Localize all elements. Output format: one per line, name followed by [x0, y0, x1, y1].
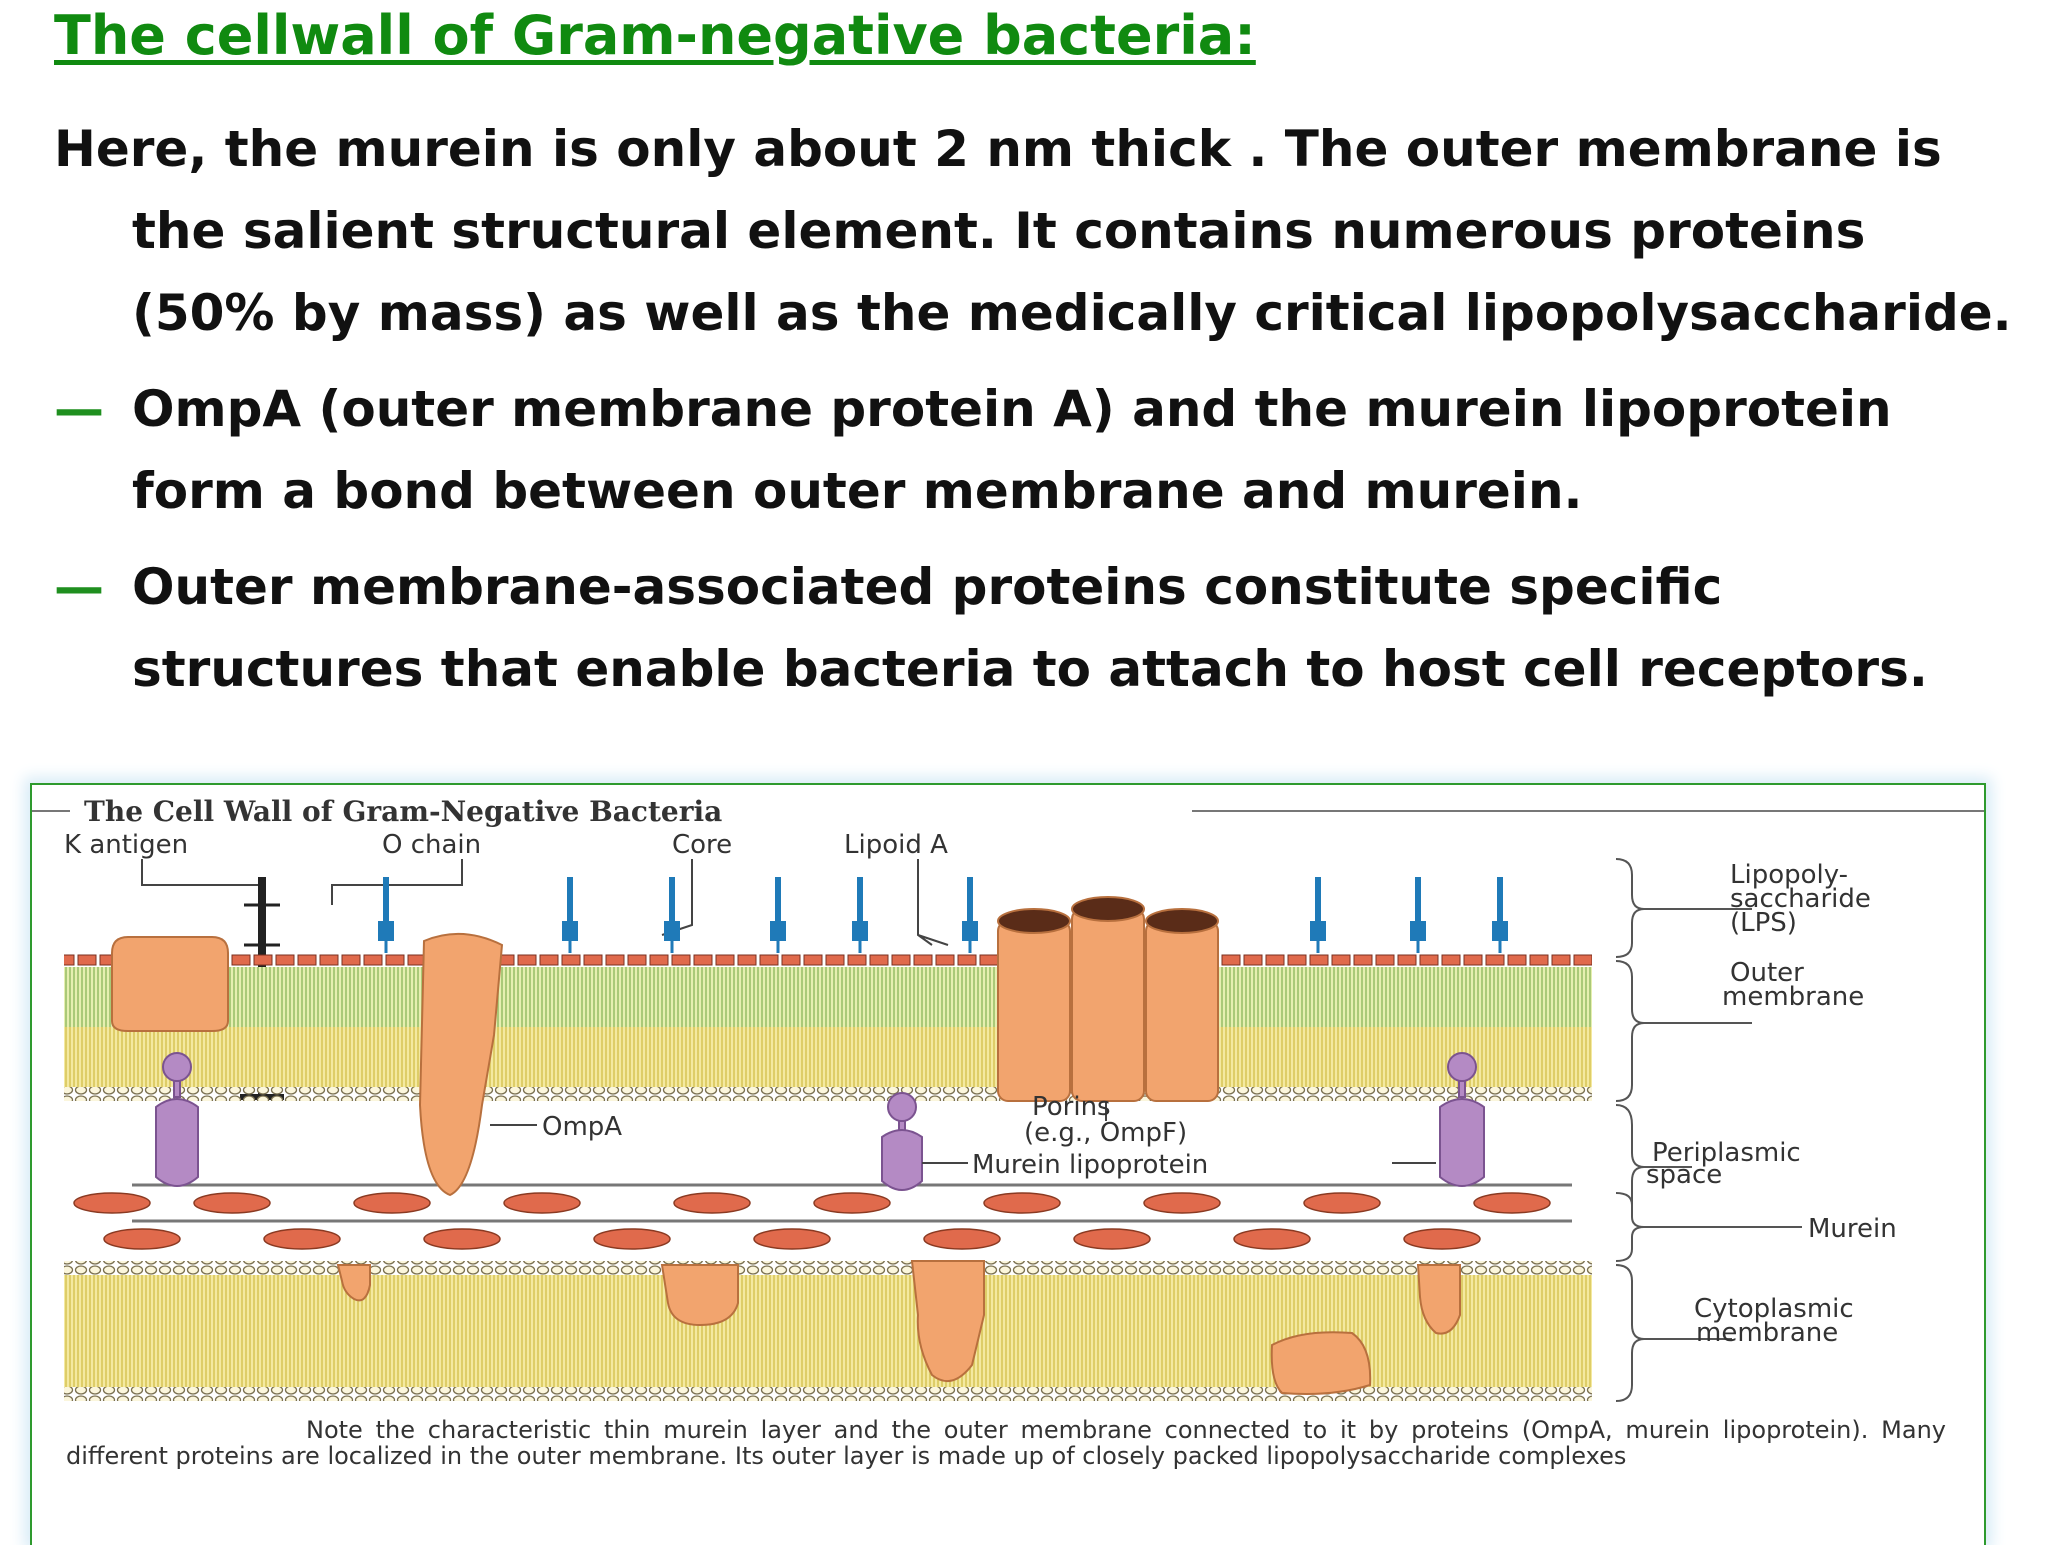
- label-outer-membrane-line2: membrane: [1722, 982, 1864, 1012]
- label-o-chain: O chain: [382, 830, 481, 860]
- label-periplasmic-line2: space: [1646, 1160, 1722, 1190]
- murein-lipoprotein-icon: [155, 1052, 199, 1187]
- bullet-text: Outer membrane-associated proteins const…: [132, 558, 1928, 698]
- murein-lipoprotein-icon: [881, 1092, 923, 1191]
- bullet-dash-icon: —: [54, 558, 104, 616]
- murein-lipoprotein-icon: [1439, 1052, 1485, 1187]
- porin-icon: [997, 896, 1219, 1102]
- ompa-protein: [418, 932, 504, 1197]
- outer-membrane-protein: [111, 936, 229, 1032]
- label-core: Core: [672, 830, 732, 860]
- membrane-protein: [1270, 1331, 1372, 1395]
- label-outer-membrane-line1: Outer: [1730, 958, 1804, 988]
- label-ompa: OmpA: [542, 1112, 622, 1142]
- slide-title: The cellwall of Gram-negative bacteria:: [54, 4, 1256, 67]
- right-brackets: [1615, 858, 1802, 1402]
- murein-layer: [73, 1183, 1572, 1250]
- slide-body: Here, the murein is only about 2 nm thic…: [54, 108, 2014, 710]
- label-porins-example: (e.g., OmpF): [1024, 1118, 1187, 1148]
- label-k-antigen: K antigen: [64, 830, 188, 860]
- label-lps-line2: saccharide: [1730, 884, 1871, 914]
- intro-paragraph: Here, the murein is only about 2 nm thic…: [54, 120, 2012, 342]
- lps-o-chains: [378, 877, 1508, 953]
- label-lipoid-a: Lipoid A: [844, 830, 948, 860]
- membrane-protein: [660, 1264, 739, 1327]
- bullet-text: OmpA (outer membrane protein A) and the …: [132, 380, 1892, 520]
- label-cytoplasmic-line2: membrane: [1696, 1318, 1838, 1348]
- membrane-protein: [910, 1260, 985, 1383]
- figure-title: The Cell Wall of Gram-Negative Bacteria: [84, 795, 722, 828]
- bullet-outer-proteins: — Outer membrane-associated proteins con…: [54, 546, 2014, 710]
- membrane-protein: [336, 1264, 371, 1302]
- outer-membrane: [64, 953, 1592, 1101]
- label-lps-line1: Lipopoly-: [1730, 860, 1848, 890]
- bullet-ompa: — OmpA (outer membrane protein A) and th…: [54, 368, 2014, 532]
- label-periplasmic-line1: Periplasmic: [1652, 1138, 1801, 1168]
- label-murein: Murein: [1808, 1214, 1897, 1244]
- bullet-dash-icon: —: [54, 380, 104, 438]
- figure-caption: Note the characteristic thin murein laye…: [66, 1416, 1946, 1470]
- membrane-protein: [1416, 1264, 1461, 1335]
- cell-wall-figure: The Cell Wall of Gram-Negative Bacteria …: [30, 783, 1986, 1545]
- label-lps-line3: (LPS): [1730, 908, 1797, 938]
- cell-wall-diagram: The Cell Wall of Gram-Negative Bacteria …: [32, 795, 1984, 1402]
- label-porins: Porins: [1032, 1092, 1111, 1122]
- label-murein-lipoprotein: Murein lipoprotein: [972, 1150, 1208, 1180]
- label-cytoplasmic-line1: Cytoplasmic: [1694, 1294, 1854, 1324]
